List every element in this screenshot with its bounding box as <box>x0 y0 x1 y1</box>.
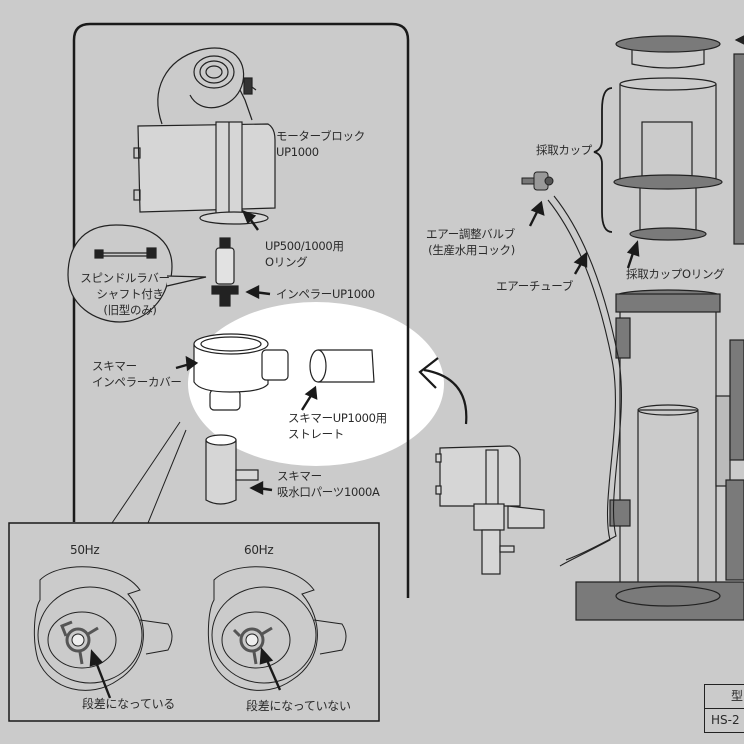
model-table-value: HS-2 <box>711 713 740 727</box>
impeller-50hz-drawing <box>33 566 173 691</box>
air-valve-label: エアー調整バルブ (生産水用コック) <box>426 226 515 258</box>
curved-arrow-icon <box>418 357 468 425</box>
freq-50hz-label: 50Hz <box>70 543 100 557</box>
air-tube-label: エアーチューブ <box>496 279 574 293</box>
impeller-60hz-drawing <box>207 566 347 691</box>
skimmer-body-drawing <box>575 35 744 621</box>
o-ring-name: UP500/1000用 <box>265 239 344 253</box>
intake-line-2: 吸水口パーツ1000A <box>277 485 380 499</box>
straight-drawing <box>309 349 375 383</box>
impeller-cover-drawing <box>193 333 289 411</box>
impeller-cover-label: スキマー インペラーカバー <box>92 358 182 390</box>
spindle-callout-drawing <box>67 224 207 323</box>
o-ring-type: Oリング <box>265 255 308 269</box>
pointer-arrows <box>89 200 640 699</box>
freq-60hz-label: 60Hz <box>244 543 274 557</box>
straight-line-2: ストレート <box>288 427 344 441</box>
model-table: 型 HS-2 <box>704 684 744 733</box>
motor-block-label: モーターブロック UP1000 <box>276 128 365 160</box>
impeller-cover-line-2: インペラーカバー <box>92 375 182 389</box>
intake-parts-drawing <box>205 434 259 505</box>
detail-box <box>8 522 380 722</box>
caption-60hz: 段差になっていない <box>246 699 351 713</box>
o-ring-label: UP500/1000用 Oリング <box>265 238 344 270</box>
cup-o-ring-label: 採取カップOリング <box>626 267 725 281</box>
pump-assembly-drawing <box>435 445 545 575</box>
air-valve-drawing <box>521 171 554 191</box>
motor-block-drawing <box>133 47 276 225</box>
caption-50hz: 段差になっている <box>82 697 176 711</box>
air-valve-line-1: エアー調整バルブ <box>426 227 515 241</box>
motor-block-name: モーターブロック <box>276 129 365 143</box>
collection-cup-label: 採取カップ <box>536 143 592 157</box>
spindle-line-2: シャフト付き <box>96 287 164 301</box>
spindle-label: スピンドルラバー シャフト付き (旧型のみ) <box>80 270 174 318</box>
intake-line-1: スキマー <box>277 469 322 483</box>
callout-lines <box>111 421 187 524</box>
impeller-cover-line-1: スキマー <box>92 359 137 373</box>
air-valve-line-2: (生産水用コック) <box>428 243 515 257</box>
spindle-line-1: スピンドルラバー <box>80 271 170 285</box>
motor-block-model: UP1000 <box>276 145 319 159</box>
impeller-drawing <box>211 237 239 307</box>
straight-label: スキマーUP1000用 ストレート <box>288 410 387 442</box>
impeller-label: インペラーUP1000 <box>276 287 375 301</box>
spindle-line-3: (旧型のみ) <box>103 303 157 317</box>
intake-parts-label: スキマー 吸水口パーツ1000A <box>277 468 380 500</box>
parts-frame <box>72 22 410 598</box>
straight-line-1: スキマーUP1000用 <box>288 411 387 425</box>
model-table-header: 型 <box>705 685 744 709</box>
brace-icon <box>593 87 613 233</box>
